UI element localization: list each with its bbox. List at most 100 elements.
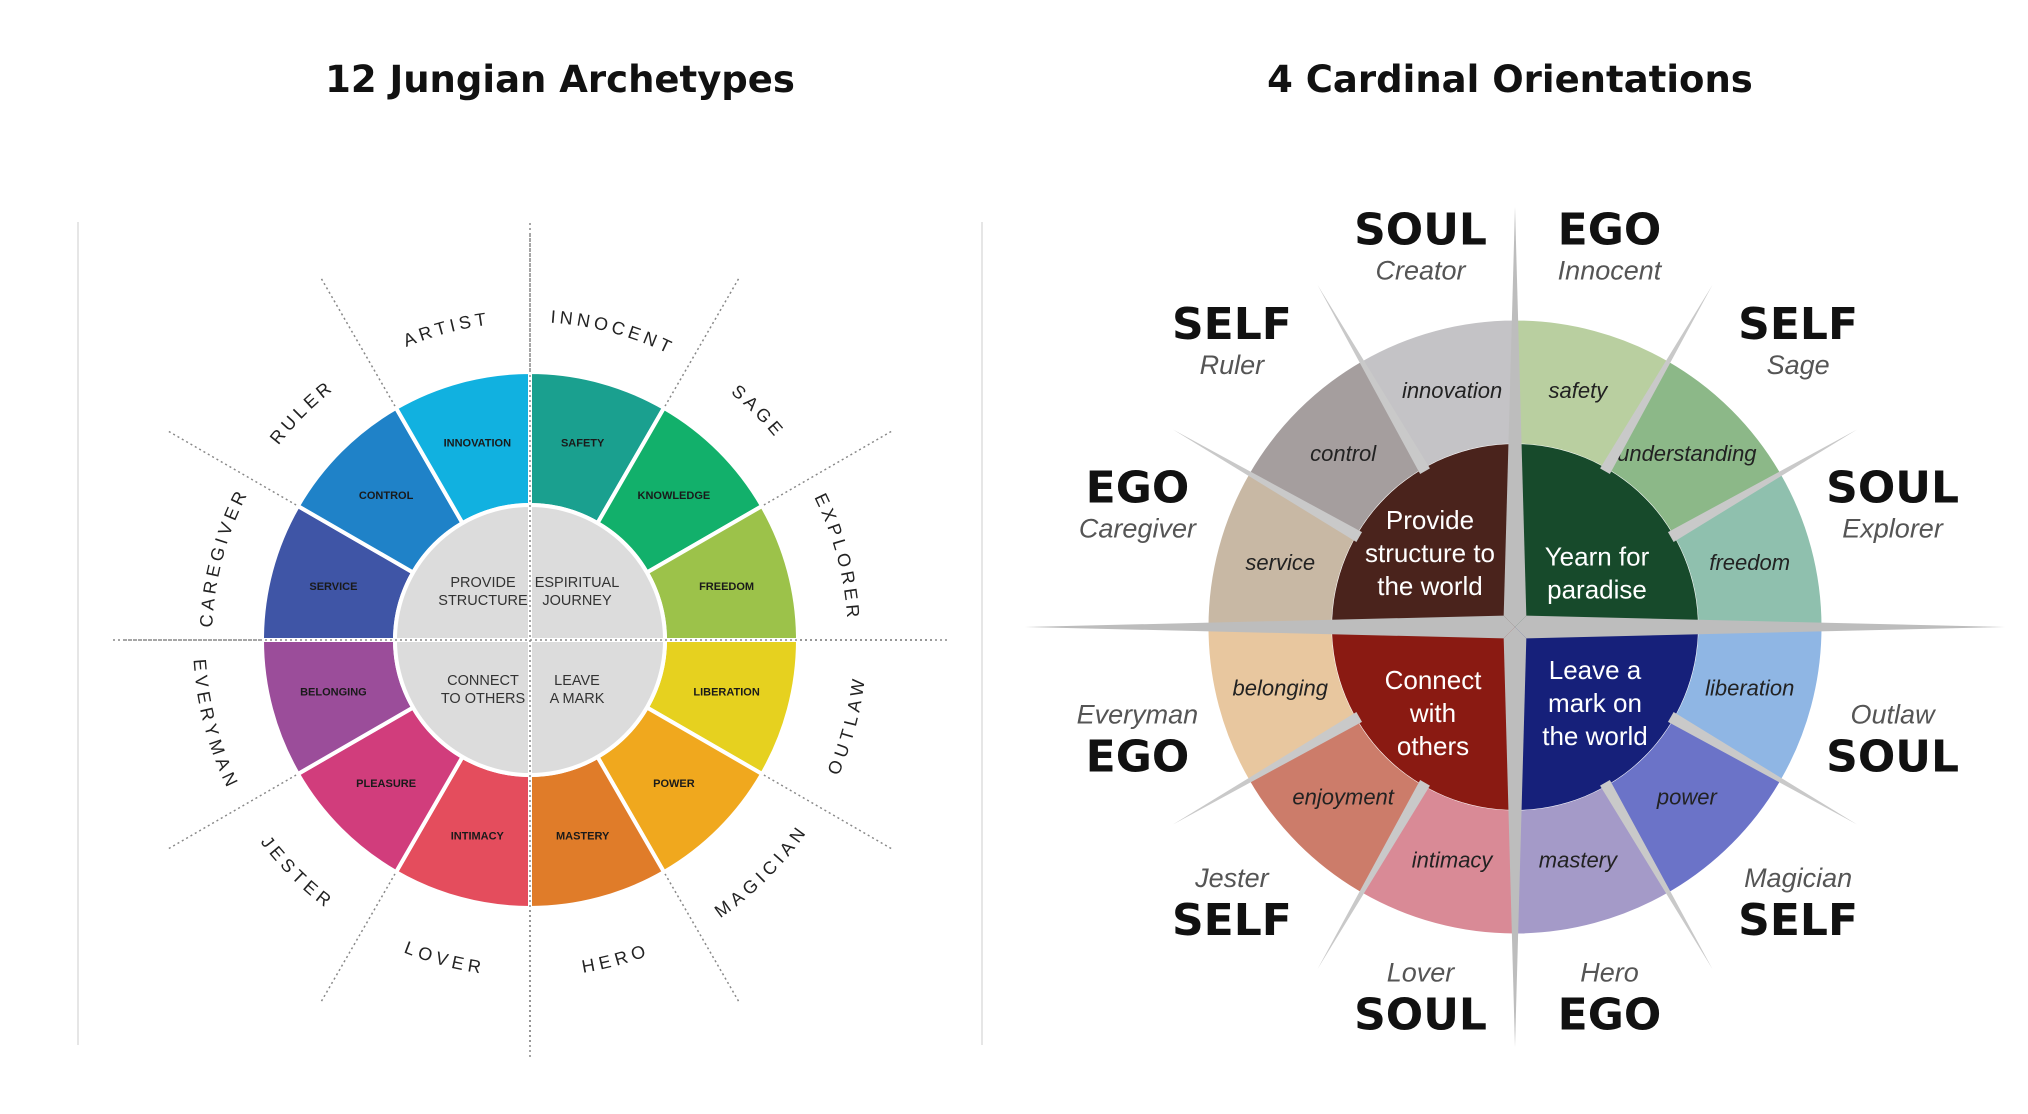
archetype-label-sage: Sage <box>1767 350 1830 380</box>
value-label-control: CONTROL <box>359 490 414 502</box>
orientation-label-soul-lover: SOUL <box>1354 990 1487 1041</box>
archetype-label-ruler: RULER <box>266 376 338 448</box>
archetype-label-text: HERO <box>580 940 648 977</box>
archetype-label-hero: HERO <box>580 940 652 977</box>
core-label-with: with <box>1409 698 1456 728</box>
value-label-belonging: BELONGING <box>300 687 367 699</box>
value-label-intimacy: INTIMACY <box>451 830 505 842</box>
archetype-label-explorer: EXPLORER <box>811 490 864 622</box>
core-label-mark-on: mark on <box>1548 688 1642 718</box>
archetype-label-everyman: EVERYMAN <box>190 658 244 793</box>
orientation-label-self-jester: SELF <box>1172 895 1292 946</box>
value-label-liberation: liberation <box>1705 676 1794 701</box>
cardinal-star-point <box>1503 627 1527 1047</box>
core-label-structure-to: structure to <box>1365 538 1495 568</box>
divider-line <box>763 429 895 506</box>
archetype-label-magician: MAGICIAN <box>711 821 812 922</box>
orientation-label-ego-caregiver: EGO <box>1086 463 1190 514</box>
value-label-knowledge: KNOWLEDGE <box>638 490 711 502</box>
orientation-label-soul-explorer: SOUL <box>1826 463 1959 514</box>
star-spoke <box>1317 284 1430 475</box>
archetype-label-jester: Jester <box>1194 863 1270 893</box>
star-spoke <box>1667 429 1858 542</box>
star-spoke <box>1172 712 1363 825</box>
orientation-label-soul-outlaw: SOUL <box>1826 731 1959 782</box>
core-quadrant-yearn-for <box>1515 444 1698 627</box>
star-spoke <box>1667 712 1858 825</box>
value-label-power: power <box>1656 785 1719 810</box>
archetype-label-text: MAGICIAN <box>711 821 808 922</box>
value-label-freedom: FREEDOM <box>699 581 754 593</box>
value-label-service: service <box>1245 550 1315 575</box>
divider-line <box>319 275 396 407</box>
core-label-the-world: the world <box>1542 721 1648 751</box>
core-quadrant-connect <box>1332 627 1515 810</box>
archetype-label-artist: ARTIST <box>400 309 491 351</box>
archetype-label-sage: SAGE <box>728 381 789 442</box>
star-spoke <box>1172 429 1363 542</box>
value-label-mastery: mastery <box>1539 848 1619 873</box>
archetype-label-text: CAREGIVER <box>196 485 248 629</box>
value-label-innovation: innovation <box>1402 378 1502 403</box>
value-label-understanding: understanding <box>1617 441 1757 466</box>
core-label-leave-a: Leave a <box>1549 655 1642 685</box>
archetype-label-hero: Hero <box>1580 958 1639 988</box>
orientation-label-ego-hero: EGO <box>1558 990 1662 1041</box>
value-label-power: POWER <box>653 778 695 790</box>
value-label-pleasure: PLEASURE <box>356 778 416 790</box>
core-quadrant-provide <box>1332 444 1515 627</box>
archetype-label-caregiver: CAREGIVER <box>196 485 252 629</box>
cardinal-star-point <box>1503 207 1527 627</box>
divider-line <box>763 774 895 851</box>
center-label-structure: STRUCTURE <box>438 593 528 609</box>
archetype-label-explorer: Explorer <box>1842 514 1944 544</box>
cardinal-star-point <box>1515 615 2005 639</box>
center-quadrant <box>392 502 532 642</box>
core-label-connect: Connect <box>1385 665 1483 695</box>
core-label-others: others <box>1397 731 1469 761</box>
value-label-control: control <box>1310 441 1377 466</box>
archetype-label-text: LOVER <box>402 937 483 978</box>
center-label-leave: LEAVE <box>554 673 600 689</box>
orientation-label-soul-creator: SOUL <box>1354 204 1487 255</box>
orientations-wheel: safetyunderstandingfreedomliberationpowe… <box>1025 204 2005 1047</box>
archetype-label-magician: Magician <box>1744 863 1852 893</box>
left-diagram-title: 12 Jungian Archetypes <box>325 58 795 101</box>
archetypes-wheel: SAFETYINNOCENTKNOWLEDGESAGEFREEDOMEXPLOR… <box>77 220 983 1060</box>
divider-line <box>664 873 741 1005</box>
value-label-mastery: MASTERY <box>556 830 610 842</box>
orientation-label-self-ruler: SELF <box>1172 299 1292 350</box>
center-label-a-mark: A MARK <box>550 691 605 707</box>
value-label-freedom: freedom <box>1709 550 1790 575</box>
archetype-label-innocent: INNOCENT <box>550 307 678 359</box>
archetype-label-lover: Lover <box>1387 958 1456 988</box>
divider-line <box>319 873 396 1005</box>
center-label-provide: PROVIDE <box>450 575 516 591</box>
center-label-to-others: TO OTHERS <box>441 691 525 707</box>
archetype-label-text: SAGE <box>728 381 785 442</box>
center-label-connect: CONNECT <box>447 673 519 689</box>
divider-line <box>664 275 741 407</box>
archetype-label-text: ARTIST <box>400 309 487 351</box>
orientation-label-self-sage: SELF <box>1738 299 1858 350</box>
archetype-label-ruler: Ruler <box>1200 350 1266 380</box>
cardinal-star-point <box>1025 615 1515 639</box>
core-quadrant-leave-a <box>1515 627 1698 810</box>
orientation-label-ego-everyman: EGO <box>1086 731 1190 782</box>
center-quadrant <box>528 638 668 778</box>
value-label-service: SERVICE <box>309 581 357 593</box>
archetype-label-text: EVERYMAN <box>190 658 240 793</box>
value-label-liberation: LIBERATION <box>693 687 759 699</box>
archetype-label-outlaw: OUTLAW <box>823 674 869 777</box>
archetype-label-innocent: Innocent <box>1558 256 1663 286</box>
core-label-paradise: paradise <box>1547 574 1647 604</box>
archetype-label-text: OUTLAW <box>823 674 865 777</box>
archetype-label-text: INNOCENT <box>550 307 674 359</box>
archetype-label-lover: LOVER <box>402 937 487 978</box>
center-label-journey: JOURNEY <box>542 593 612 609</box>
center-label-espiritual: ESPIRITUAL <box>535 575 620 591</box>
center-quadrant <box>392 638 532 778</box>
value-label-innovation: INNOVATION <box>444 437 511 449</box>
orientation-label-self-magician: SELF <box>1738 895 1858 946</box>
